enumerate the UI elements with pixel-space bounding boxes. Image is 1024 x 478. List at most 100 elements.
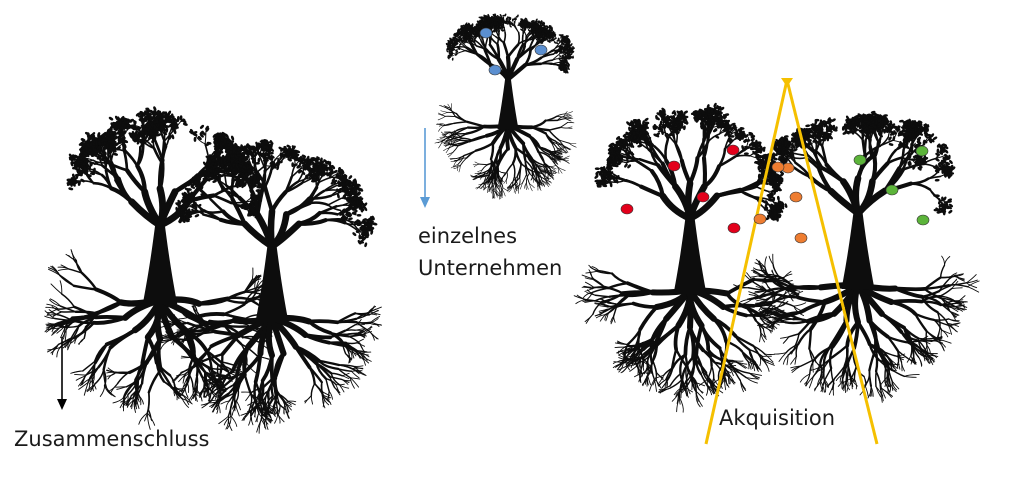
root (569, 143, 576, 144)
root (345, 330, 355, 331)
branch (265, 187, 272, 211)
root (221, 354, 223, 373)
root (562, 156, 569, 160)
branch (309, 203, 328, 205)
root (311, 384, 314, 396)
root (467, 122, 484, 127)
root (242, 392, 252, 393)
root (100, 386, 104, 397)
branch (457, 51, 466, 54)
root (349, 336, 360, 343)
branch (324, 190, 337, 191)
root (482, 165, 487, 170)
root (479, 164, 487, 165)
root (438, 116, 445, 120)
root (562, 159, 569, 162)
root (179, 318, 188, 319)
root (504, 179, 507, 184)
root (259, 419, 261, 433)
root (331, 373, 342, 375)
leaf (364, 242, 368, 247)
root (111, 384, 118, 393)
root (438, 126, 444, 132)
root (249, 395, 251, 410)
root (96, 302, 121, 313)
root (361, 352, 371, 353)
root (346, 343, 357, 344)
root (226, 300, 244, 303)
leaf (108, 116, 114, 121)
leaf (194, 137, 197, 142)
root (453, 146, 458, 153)
branch (160, 163, 162, 188)
root (526, 182, 528, 189)
branch (504, 43, 508, 57)
tree-single-company (435, 13, 576, 199)
root (60, 275, 74, 285)
root (532, 121, 546, 128)
root (513, 148, 516, 164)
tree-merger-right (157, 139, 381, 434)
root (326, 379, 329, 391)
root (233, 385, 234, 396)
branch (272, 192, 286, 211)
root (330, 377, 342, 380)
root (470, 136, 487, 141)
root (113, 398, 124, 403)
root (225, 326, 246, 327)
root (568, 128, 573, 129)
branch (328, 198, 341, 205)
root (249, 415, 251, 425)
root (139, 413, 148, 424)
leaf (194, 213, 200, 217)
root (455, 117, 467, 122)
leaf (348, 175, 353, 180)
root (550, 165, 556, 166)
root (181, 358, 191, 359)
root (353, 366, 363, 367)
root (246, 393, 251, 401)
root (491, 143, 493, 159)
root (311, 396, 312, 404)
root (437, 139, 444, 140)
leaf (95, 140, 98, 145)
trunk (143, 220, 178, 305)
root (502, 188, 503, 196)
trunk (498, 76, 519, 129)
branch (504, 32, 505, 43)
root (51, 284, 62, 294)
root (226, 401, 229, 410)
root (560, 123, 567, 128)
leaf (199, 124, 205, 130)
root (75, 374, 86, 375)
leaf (452, 58, 454, 61)
root (236, 407, 239, 416)
root (503, 188, 508, 191)
root (96, 369, 104, 383)
root (369, 331, 377, 339)
root (310, 367, 315, 383)
leaf (280, 152, 283, 157)
root (549, 127, 560, 130)
root (444, 145, 450, 146)
root (111, 330, 135, 347)
root (513, 163, 515, 175)
branch (166, 133, 169, 146)
root (185, 388, 188, 398)
root (60, 281, 62, 294)
root (118, 372, 129, 383)
root (231, 416, 237, 426)
branch (214, 195, 231, 203)
root (564, 115, 569, 116)
branch (271, 211, 272, 246)
root (507, 163, 513, 172)
root (436, 124, 444, 125)
root (475, 162, 480, 164)
branch (320, 213, 338, 215)
root (476, 143, 493, 150)
root (149, 370, 161, 392)
root (62, 294, 75, 307)
leaf (68, 187, 74, 191)
branch (232, 177, 233, 199)
branch (211, 199, 224, 211)
